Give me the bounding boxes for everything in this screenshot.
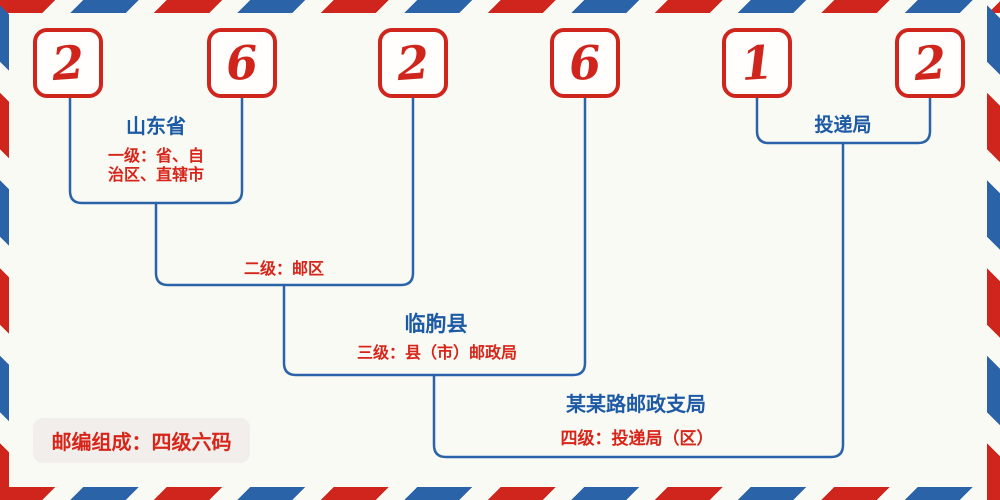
composition-badge-text: 邮编组成：四级六码 xyxy=(51,430,232,454)
postal-digit-1: 2 xyxy=(50,34,86,92)
postal-digit-box-3: 2 xyxy=(378,28,448,98)
postal-digit-6: 2 xyxy=(912,34,948,92)
postal-digit-box-2: 6 xyxy=(207,28,277,98)
county-name-label: 临朐县 xyxy=(404,311,468,336)
level1-description: 一级：省、自 治区、直辖市 xyxy=(108,146,204,184)
postal-digit-3: 2 xyxy=(395,34,431,92)
bracket-delivery xyxy=(755,96,932,145)
postal-digit-5: 1 xyxy=(739,34,775,92)
level3-description: 三级：县（市）邮政局 xyxy=(356,343,518,362)
branch-office-name-label: 某某路邮政支局 xyxy=(566,392,706,416)
level1-description-line2: 治区、直辖市 xyxy=(107,165,205,184)
airmail-stripe-border-bottom xyxy=(0,487,1000,500)
province-name-label: 山东省 xyxy=(126,114,186,138)
airmail-stripe-border-top xyxy=(0,0,1000,13)
airmail-stripe-border-right xyxy=(987,0,1000,500)
postal-digit-4: 6 xyxy=(567,34,603,92)
postal-digit-box-6: 2 xyxy=(895,28,965,98)
postal-digit-box-1: 2 xyxy=(33,28,103,98)
level2-description: 二级：邮区 xyxy=(243,259,325,278)
level4-description: 四级：投递局（区） xyxy=(560,429,714,449)
postal-digit-box-4: 6 xyxy=(550,28,620,98)
postal-digit-box-5: 1 xyxy=(722,28,792,98)
delivery-office-label: 投递局 xyxy=(814,114,872,136)
airmail-stripe-border-left xyxy=(0,0,9,500)
level1-description-line1: 一级：省、自 xyxy=(107,146,205,165)
composition-badge: 邮编组成：四级六码 xyxy=(33,418,250,463)
bracket-level4 xyxy=(432,141,845,459)
postal-digit-2: 6 xyxy=(224,34,260,92)
